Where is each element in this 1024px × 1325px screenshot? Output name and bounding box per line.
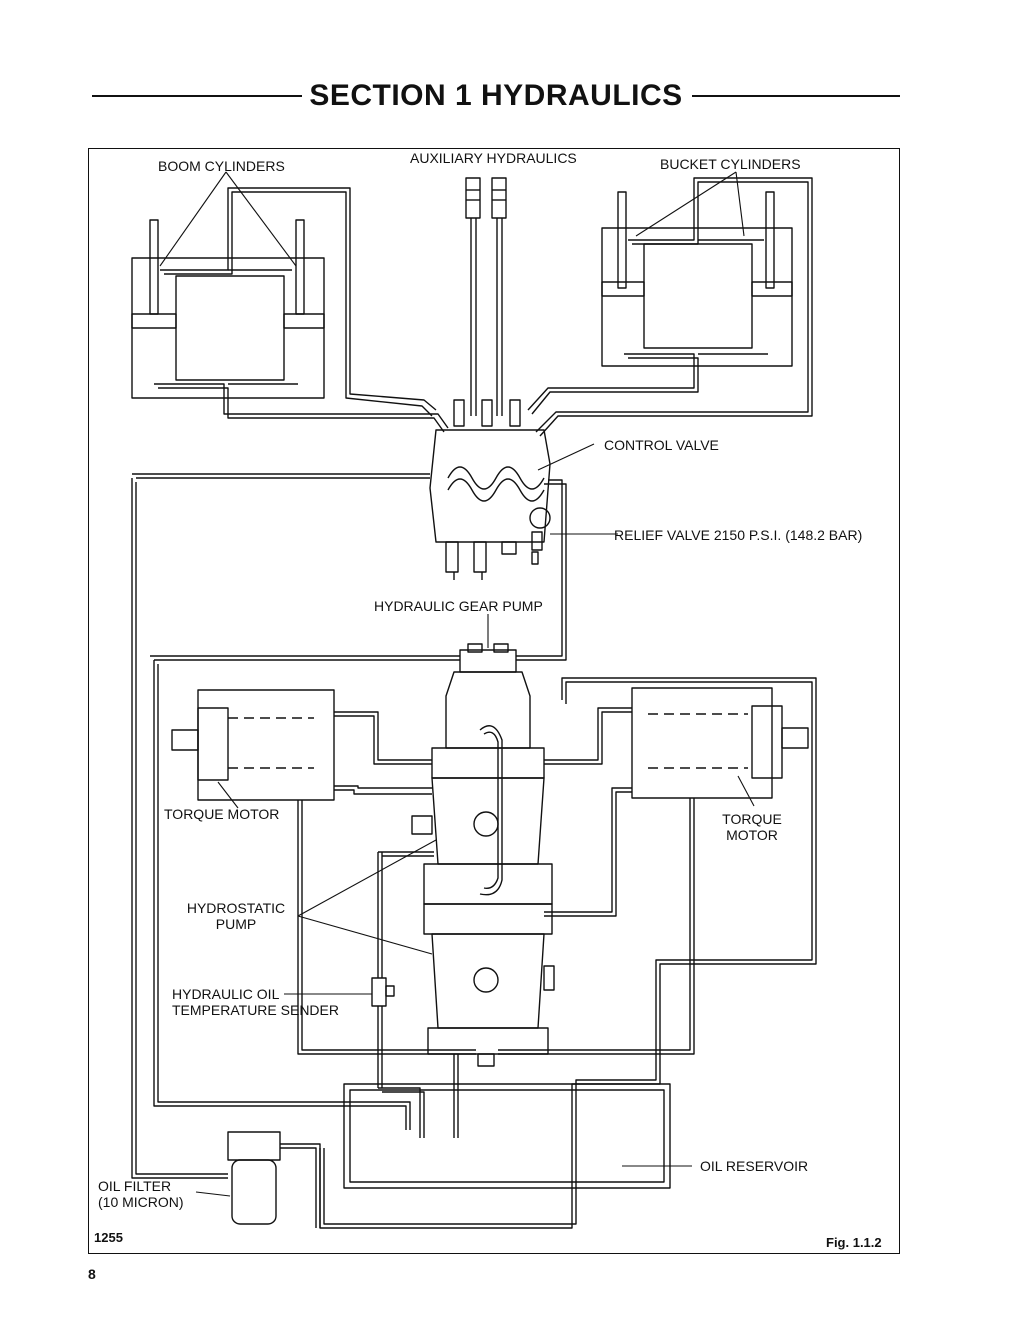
page-number: 8 — [88, 1266, 96, 1282]
header-rule-left — [92, 95, 302, 97]
section-header: SECTION 1 HYDRAULICS — [92, 78, 900, 114]
label-oil-filter-line1: OIL FILTER — [98, 1178, 172, 1194]
leader-lines — [159, 171, 755, 1197]
torque-motor-right — [319, 677, 817, 1229]
label-oil-filter-line2: (10 MICRON) — [98, 1194, 184, 1210]
label-auxiliary-hydraulics: AUXILIARY HYDRAULICS — [410, 150, 577, 166]
label-torque-motor-left: TORQUE MOTOR — [164, 806, 280, 822]
label-temperature-sender-line1: HYDRAULIC OIL — [172, 986, 280, 1002]
figure-frame — [88, 148, 900, 1254]
section-title: SECTION 1 HYDRAULICS — [305, 79, 687, 112]
oil-reservoir — [153, 660, 671, 1189]
label-hydrostatic-pump-line2: PUMP — [215, 916, 257, 932]
label-temperature-sender-line2: TEMPERATURE SENDER — [172, 1002, 339, 1018]
auxiliary-couplers — [465, 177, 507, 416]
label-oil-reservoir: OIL RESERVOIR — [700, 1158, 809, 1174]
drawing-number: 1255 — [94, 1230, 123, 1245]
oil-filter — [227, 1131, 321, 1228]
label-control-valve: CONTROL VALVE — [604, 437, 719, 453]
figure-number: Fig. 1.1.2 — [826, 1235, 882, 1250]
label-hydrostatic-pump-line1: HYDROSTATIC — [186, 900, 286, 916]
hydrostatic-pump — [411, 671, 555, 1067]
hydraulic-schematic — [131, 171, 817, 1229]
bucket-cylinders — [527, 177, 813, 437]
label-boom-cylinders: BOOM CYLINDERS — [158, 158, 285, 174]
label-torque-motor-right-line1: TORQUE — [722, 811, 782, 827]
control-valve — [429, 399, 551, 580]
gear-pump — [131, 473, 567, 1179]
label-relief-valve: RELIEF VALVE 2150 P.S.I. (148.2 BAR) — [614, 527, 863, 543]
header-rule-right — [692, 95, 900, 97]
label-torque-motor-right-line2: MOTOR — [726, 827, 778, 843]
boom-cylinders — [131, 187, 449, 433]
label-hydrostatic-pump: HYDROSTATIC PUMP — [176, 900, 296, 932]
label-bucket-cylinders: BUCKET CYLINDERS — [660, 156, 801, 172]
torque-motor-left — [171, 689, 476, 1055]
label-temperature-sender: HYDRAULIC OIL TEMPERATURE SENDER — [172, 986, 339, 1018]
label-hydraulic-gear-pump: HYDRAULIC GEAR PUMP — [374, 598, 543, 614]
label-torque-motor-right: TORQUE MOTOR — [712, 811, 792, 843]
label-oil-filter: OIL FILTER (10 MICRON) — [98, 1178, 184, 1210]
temperature-sender — [371, 851, 434, 1088]
